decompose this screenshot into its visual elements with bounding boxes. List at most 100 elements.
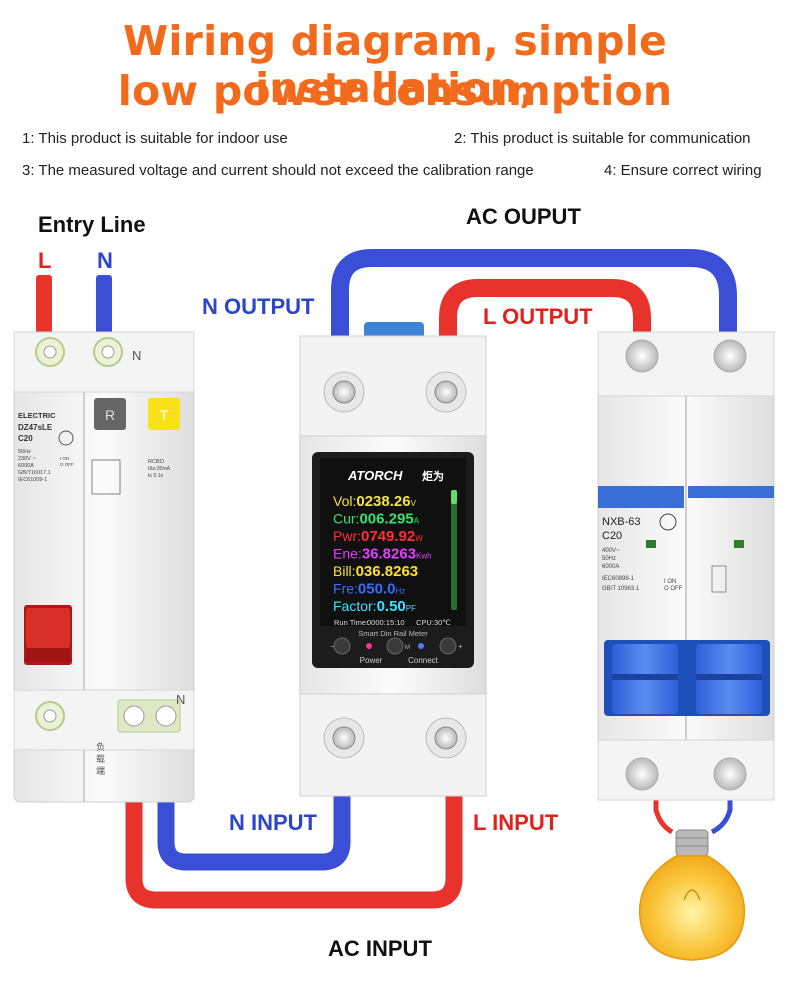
meter-row: Bill:036.8263	[333, 563, 418, 580]
svg-text:Fre:050.0Hz: Fre:050.0Hz	[333, 581, 405, 598]
meter-m-label: M	[405, 645, 410, 651]
mcb-schematic-icon	[711, 565, 727, 593]
meter-signal-bar	[451, 490, 457, 610]
meter-row-value: 0238.26	[356, 493, 410, 510]
l-input-label: L INPUT	[473, 810, 559, 835]
meter-row-label: Cur:	[333, 511, 359, 527]
power-led-icon	[366, 643, 372, 649]
meter-row-value: 036.8263	[356, 563, 419, 580]
entry-line-label: Entry Line	[38, 212, 146, 237]
rcbo-test-button-label: R	[105, 407, 115, 423]
meter-plus-button[interactable]	[439, 637, 457, 655]
rcbo-on-label: I ON	[60, 456, 69, 461]
mcb-blue-band-right	[688, 486, 774, 498]
note-3: 3: The measured voltage and current shou…	[22, 162, 534, 179]
meter-row-value: 050.0	[358, 581, 396, 598]
meter-row: Factor:0.50PF	[333, 598, 416, 615]
smart-meter-device: ATORCH 炬为 Vol:0238.26VCur:006.295APwr:07…	[299, 322, 487, 797]
l-output-wire	[439, 279, 651, 361]
rcbo-brand: ELECTRIC	[18, 411, 56, 420]
n-output-label: N OUTPUT	[202, 294, 315, 319]
rcbo-test-button[interactable]	[94, 398, 126, 430]
note-4: 4: Ensure correct wiring	[604, 162, 762, 179]
meter-row-label: Pwr:	[333, 528, 361, 544]
ac-input-label: AC INPUT	[328, 936, 432, 961]
rcbo-schematic-icon	[91, 459, 121, 495]
light-bulb-icon	[638, 829, 746, 961]
rcbo-spec-2: 6000A	[18, 463, 34, 469]
rcbo-reset-button[interactable]	[148, 398, 180, 430]
meter-m-button[interactable]	[386, 637, 404, 655]
meter-row-unit: Kwh	[416, 552, 432, 561]
rcbo-spec-4: IEC61009-1	[18, 477, 47, 483]
meter-row: Vol:0238.26V	[333, 493, 417, 510]
meter-connect-label: Connect	[408, 656, 439, 665]
mcb-blue-band-left	[598, 486, 684, 508]
meter-row: Ene:36.8263Kwh	[333, 546, 432, 563]
meter-row-label: Bill:	[333, 563, 356, 579]
rcbo-load-text-2: 端	[96, 765, 105, 776]
mcb-spec-2: 6000A	[602, 564, 619, 570]
mcb-on-label: I ON	[664, 579, 676, 585]
entry-n-label: N	[97, 248, 113, 273]
rcbo-spec-3: GB/T16917.1	[18, 470, 51, 476]
meter-brand: ATORCH	[347, 468, 403, 483]
entry-l-wire	[36, 275, 52, 345]
meter-row-unit: Hz	[395, 587, 405, 596]
mcb-spec-1: 50Hz	[602, 556, 616, 562]
rcbo-terminal-out-l	[123, 705, 145, 727]
rcbo-n-bottom-label: N	[176, 692, 185, 707]
mcb-spec-4: GB/T 10963.1	[602, 586, 640, 592]
l-input-wire	[125, 709, 463, 909]
meter-row-label: Ene:	[333, 546, 362, 562]
svg-text:Pwr:0749.92W: Pwr:0749.92W	[333, 528, 423, 545]
rcbo-rcbo-label: RCBO	[148, 459, 165, 465]
svg-text:Bill:036.8263: Bill:036.8263	[333, 563, 418, 580]
meter-row-label: Factor:	[333, 598, 377, 614]
mcb-terminal-top-l	[625, 339, 659, 373]
mcb-spec-3: IEC60898-1	[602, 576, 635, 582]
rcbo-spec-1: 230V ~	[18, 456, 36, 462]
rcbo-toggle-handle[interactable]	[26, 608, 70, 648]
n-input-wire	[157, 709, 351, 871]
mcb-indicator-left	[646, 540, 656, 548]
lamp-n-wire	[710, 790, 733, 835]
rcbo-terminal-out-n	[155, 705, 177, 727]
meter-brand-cn: 炬为	[422, 469, 444, 483]
meter-row-unit: A	[414, 517, 420, 526]
rcbo-off-label: O OFF	[60, 462, 74, 467]
entry-n-wire	[96, 275, 112, 345]
meter-cpu-value: 30℃	[434, 618, 451, 627]
n-input-label: N INPUT	[229, 810, 317, 835]
meter-screen	[320, 458, 466, 626]
note-1: 1: This product is suitable for indoor u…	[22, 130, 288, 147]
meter-cpu-label: CPU:	[416, 618, 434, 627]
meter-row-value: 0.50	[377, 598, 406, 615]
entry-l-label: L	[38, 248, 52, 273]
rcbo-rcbo-spec-1: t≤ 0.1s	[148, 473, 163, 479]
meter-row: Pwr:0749.92W	[333, 528, 423, 545]
n-output-wire	[331, 249, 737, 361]
meter-runtime-label: Run Time:	[334, 618, 368, 627]
meter-row-label: Fre:	[333, 581, 358, 597]
mcb-indicator-right	[734, 540, 744, 548]
mcb-ccc-icon	[659, 513, 677, 531]
svg-text:Ene:36.8263Kwh: Ene:36.8263Kwh	[333, 546, 432, 563]
mcb-rating: C20	[602, 530, 622, 542]
rcbo-rcbo-spec-0: IΔn:30mA	[148, 466, 171, 472]
meter-row: Fre:050.0Hz	[333, 581, 405, 598]
meter-plus-label: +	[458, 642, 463, 651]
meter-runtime-value: 0000:15:10	[367, 618, 405, 627]
rcbo-device: N ELECTRIC DZ47sLE C20 50Hz 230V ~ 6000A…	[13, 331, 195, 803]
meter-minus-button[interactable]	[333, 637, 351, 655]
mcb-terminal-top-n	[713, 339, 747, 373]
rcbo-reset-button-label: T	[160, 407, 169, 423]
meter-row-unit: V	[411, 499, 417, 508]
rcbo-n-top-label: N	[132, 348, 141, 363]
meter-row-label: Vol:	[333, 493, 356, 509]
rcbo-spec-0: 50Hz	[18, 449, 31, 455]
mcb-model: NXB-63	[602, 516, 641, 528]
rcbo-load-text-0: 负	[96, 741, 105, 752]
svg-text:Factor:0.50PF: Factor:0.50PF	[333, 598, 416, 615]
